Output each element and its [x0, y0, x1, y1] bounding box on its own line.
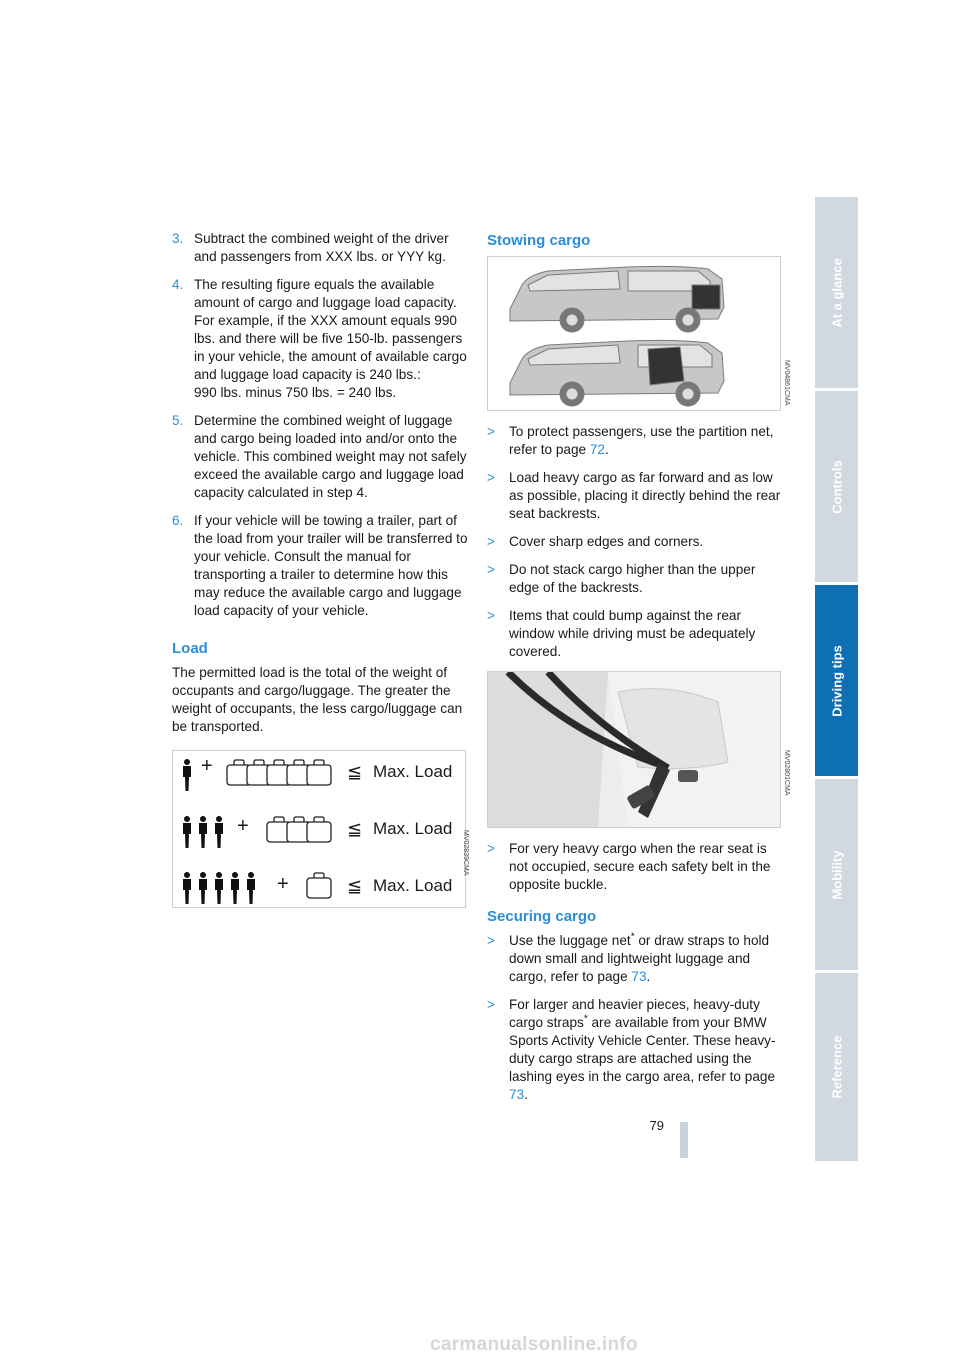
plus-sign: + — [201, 755, 213, 777]
bullet-mark: > — [487, 608, 495, 623]
list-item: > Cover sharp edges and corners. — [487, 533, 783, 551]
load-paragraph: The permitted load is the total of the w… — [172, 665, 463, 734]
list-item: 4. The resulting figure equals the avail… — [172, 276, 470, 402]
watermark: carmanualsonline.info — [430, 1334, 638, 1355]
list-text: Subtract the combined weight of the driv… — [194, 231, 449, 264]
list-item: > For very heavy cargo when the rear sea… — [487, 840, 783, 894]
tab-label: Controls — [829, 459, 844, 514]
list-item: 5. Determine the combined weight of lugg… — [172, 412, 470, 502]
bullet-text: or draw straps to hold down small and li… — [509, 933, 770, 984]
list-text: The resulting figure equals the availabl… — [194, 277, 467, 382]
list-item: > Do not stack cargo higher than the upp… — [487, 561, 783, 597]
car-figure — [487, 256, 781, 411]
list-item: > For larger and heavier pieces, heavy-d… — [487, 996, 783, 1104]
seat-figure — [487, 671, 781, 828]
bullet-mark: > — [487, 534, 495, 549]
bullet-text: are available from your BMW Sports Activ… — [509, 1015, 776, 1084]
option-star: * — [583, 1013, 588, 1025]
figure-code: MV02839CMA — [462, 830, 469, 876]
bullet-mark: > — [487, 562, 495, 577]
car-cutaway-illustration — [509, 265, 725, 407]
list-text: Determine the combined weight of luggage… — [194, 413, 467, 500]
bullet-mark: > — [487, 424, 495, 439]
bullet-mark: > — [487, 470, 495, 485]
figure-code: MV02801CMA — [783, 750, 790, 796]
bullet-mark: > — [487, 933, 495, 948]
bullet-text: To protect passengers, use the partition… — [509, 424, 774, 457]
list-item: 3. Subtract the combined weight of the d… — [172, 230, 470, 266]
bullet-text: Load heavy cargo as far forward and as l… — [509, 470, 781, 521]
figure-code: MV04861CMA — [783, 360, 790, 406]
tab-reference[interactable]: Reference — [815, 973, 858, 1161]
bullet-text: For larger and heavier pieces, heavy-dut… — [509, 997, 760, 1030]
row3-people — [183, 872, 255, 904]
page-link[interactable]: 72 — [589, 442, 605, 457]
list-number: 6. — [172, 513, 184, 528]
page-number-bar — [680, 1122, 688, 1158]
car-bottom — [509, 339, 725, 407]
plus-sign: + — [277, 873, 289, 895]
row1-cases — [226, 759, 332, 786]
max-load-label: Max. Load — [373, 762, 453, 781]
car-top — [509, 265, 725, 333]
leq-sign: ≦ — [347, 819, 363, 839]
bullet-text: Use the luggage net — [509, 933, 631, 948]
page-link[interactable]: 73 — [631, 969, 647, 984]
max-load-label: Max. Load — [373, 876, 453, 895]
tab-driving-tips[interactable]: Driving tips — [815, 585, 858, 776]
tab-mobility[interactable]: Mobility — [815, 779, 858, 970]
bullet-text: Do not stack cargo higher than the upper… — [509, 562, 756, 595]
load-figure: + ≦ Max. Load + ≦ Max. Load + ≦ Max. Loa… — [172, 750, 466, 908]
bullet-after: . — [524, 1087, 528, 1102]
list-item: > Load heavy cargo as far forward and as… — [487, 469, 783, 523]
page-number: 79 — [649, 1118, 664, 1133]
seat-belt-illustration — [488, 672, 780, 827]
tab-label: Mobility — [829, 849, 844, 900]
max-load-label: Max. Load — [373, 819, 453, 838]
leq-sign: ≦ — [347, 876, 363, 896]
right-column: Stowing cargo — [487, 230, 783, 1114]
row2-cases — [266, 816, 332, 843]
row2-people — [183, 816, 223, 848]
list-item: > To protect passengers, use the partiti… — [487, 423, 783, 459]
left-column: 3. Subtract the combined weight of the d… — [172, 230, 470, 908]
securing-heading: Securing cargo — [487, 908, 597, 925]
tab-at-a-glance[interactable]: At a glance — [815, 197, 858, 388]
list-extra: 990 lbs. minus 750 lbs. = 240 lbs. — [194, 385, 397, 400]
load-heading: Load — [172, 640, 208, 657]
plus-sign: + — [237, 815, 249, 837]
tab-controls[interactable]: Controls — [815, 391, 858, 582]
list-item: > Items that could bump against the rear… — [487, 607, 783, 661]
option-star: * — [630, 931, 635, 943]
bullet-text: Cover sharp edges and corners. — [509, 534, 704, 549]
bullet-text: Items that could bump against the rear w… — [509, 608, 756, 659]
tab-label: Reference — [829, 1035, 844, 1099]
list-number: 3. — [172, 231, 184, 246]
bullet-mark: > — [487, 997, 495, 1012]
row1-people — [183, 759, 191, 791]
list-item: > Use the luggage net* or draw straps to… — [487, 932, 783, 986]
tab-label: At a glance — [829, 257, 844, 328]
bullet-after: . — [646, 969, 651, 984]
bullet-mark: > — [487, 841, 495, 856]
page-link[interactable]: 73 — [509, 1087, 525, 1102]
list-number: 5. — [172, 413, 184, 428]
list-text: If your vehicle will be towing a trailer… — [194, 513, 468, 618]
leq-sign: ≦ — [347, 762, 363, 782]
list-number: 4. — [172, 277, 184, 292]
tab-label: Driving tips — [829, 644, 844, 717]
row3-cases — [306, 872, 332, 899]
list-item: 6. If your vehicle will be towing a trai… — [172, 512, 470, 620]
stowing-heading: Stowing cargo — [487, 232, 591, 249]
bullet-after: . — [604, 442, 609, 457]
bullet-text: For very heavy cargo when the rear seat … — [509, 841, 771, 892]
chapter-tabs: At a glance Controls Driving tips Mobili… — [815, 197, 858, 1161]
